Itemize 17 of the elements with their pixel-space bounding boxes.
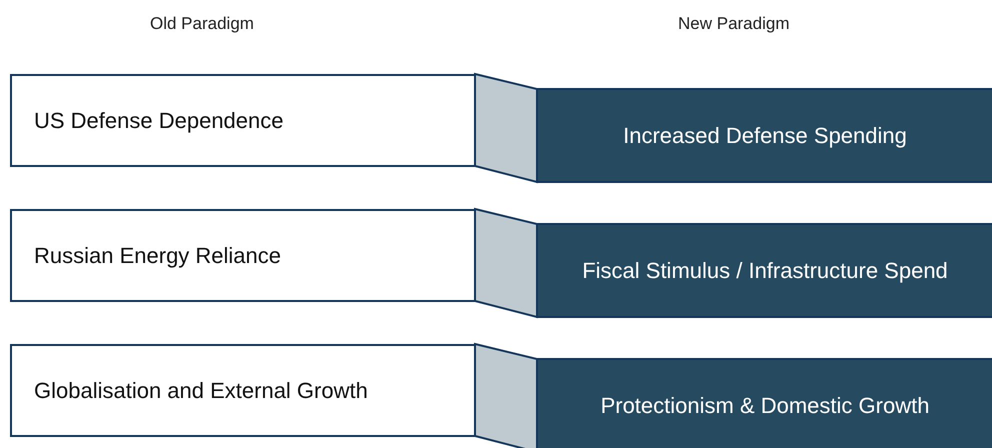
paradigm-box: [536, 88, 992, 183]
column-heading: New Paradigm: [678, 14, 790, 34]
paradigm-box: [10, 74, 476, 167]
box-label: US Defense Dependence: [34, 108, 284, 134]
paradigm-box: [536, 223, 992, 318]
connector-panel: [474, 342, 538, 448]
box-label: Protectionism & Domestic Growth: [600, 392, 930, 418]
paradigm-box: [536, 358, 992, 448]
connector-panel: [474, 72, 538, 184]
column-heading: Old Paradigm: [150, 14, 254, 34]
box-label: Russian Energy Reliance: [34, 242, 282, 268]
connector-panel: [474, 208, 538, 318]
paradigm-box: [10, 209, 476, 302]
paradigm-box: [10, 344, 476, 437]
box-label: Fiscal Stimulus / Infrastructure Spend: [582, 258, 948, 284]
box-label: Globalisation and External Growth: [34, 378, 368, 404]
box-label: Increased Defense Spending: [623, 122, 907, 148]
